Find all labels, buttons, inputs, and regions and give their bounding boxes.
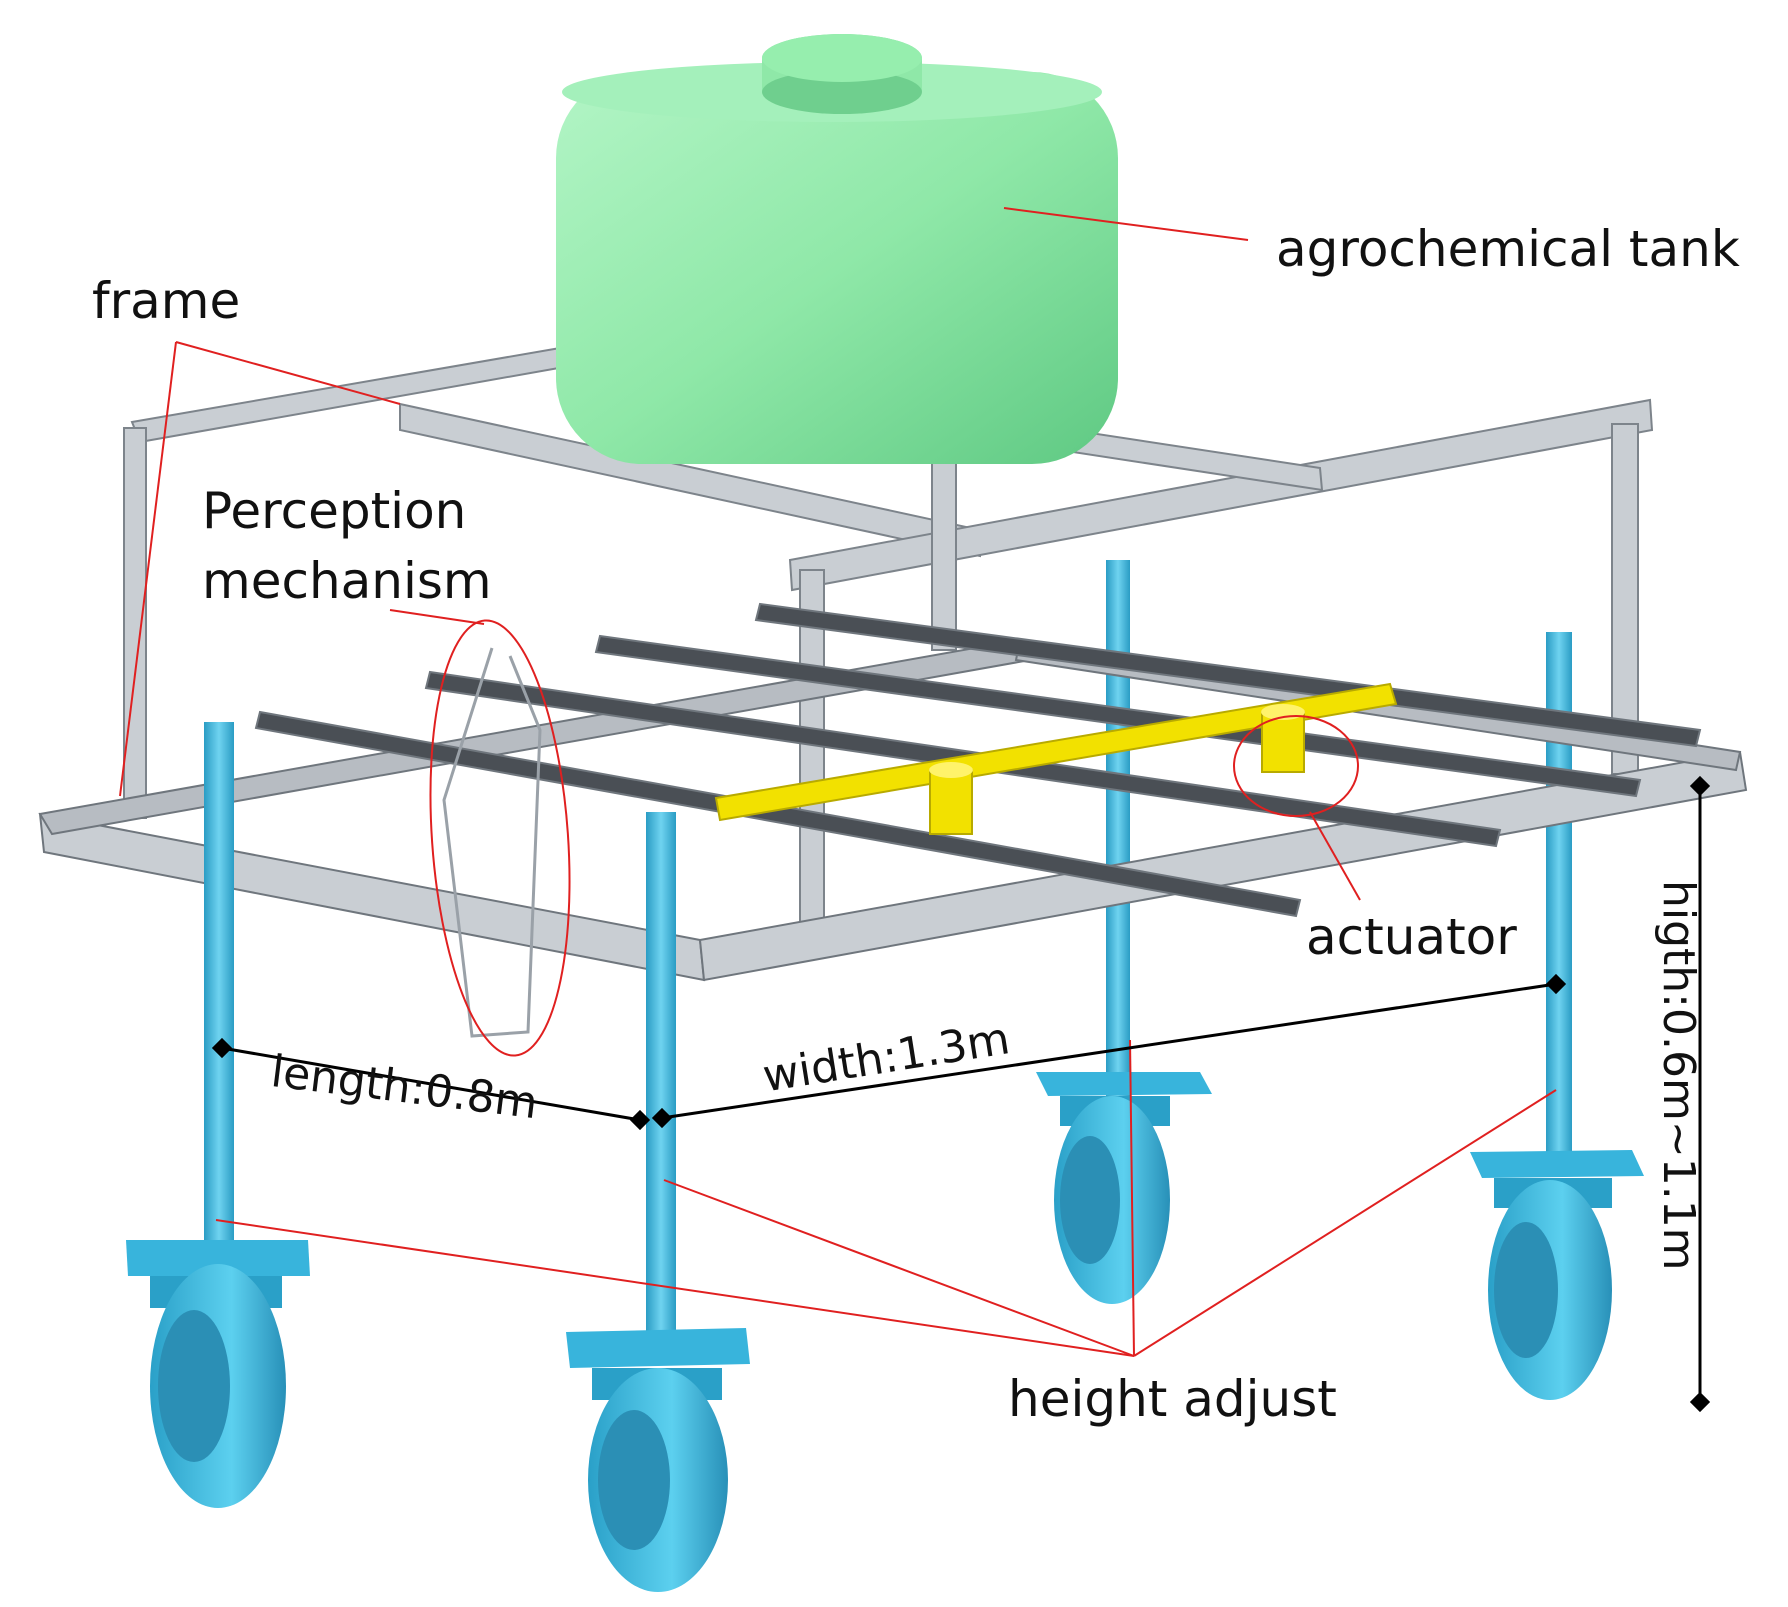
upper-frame: [123, 346, 1654, 941]
actuator-label: actuator: [1306, 908, 1517, 966]
front-left-leg: [126, 722, 310, 1508]
actuator-leader-line: [1309, 811, 1361, 901]
actuator-circle: [1233, 715, 1359, 817]
height-dimension-label: higth:0.6m~1.1m: [1653, 880, 1704, 1271]
dimension-lines: [211, 775, 1711, 1413]
height-adjust-leader-line: [1133, 1089, 1557, 1357]
perception-circle: [429, 619, 571, 1057]
front-right-leg: [566, 812, 750, 1592]
dimension-marker: [651, 1107, 673, 1129]
rear-left-leg: [1036, 560, 1212, 1304]
perception-mechanism: [442, 647, 542, 1038]
height-adjust-leader-line: [215, 1219, 1135, 1357]
agrochemical-tank: [556, 34, 1118, 464]
tank-label: agrochemical tank: [1276, 220, 1740, 278]
frame-leader-line: [175, 341, 401, 405]
height-adjust-leader-line: [1129, 1039, 1135, 1357]
width-dimension-line: [661, 982, 1557, 1120]
length-dimension-line: [221, 1046, 641, 1122]
dimension-marker: [211, 1037, 233, 1059]
leader-lines: [119, 207, 1557, 1357]
dimension-marker: [1545, 973, 1567, 995]
frame-leader-line: [119, 341, 177, 797]
height-adjust-leader-line: [663, 1179, 1135, 1357]
height-adjust-label: height adjust: [1008, 1370, 1337, 1428]
actuator-assembly: [714, 682, 1398, 835]
dimension-marker: [1689, 1391, 1711, 1413]
dimension-marker: [1689, 775, 1711, 797]
frame-label: frame: [92, 272, 241, 330]
perception-leader-line: [389, 609, 485, 625]
tank-leader-line: [1003, 207, 1249, 241]
dimension-marker: [629, 1109, 651, 1131]
perception-mechanism-label: Perception mechanism: [202, 482, 492, 610]
